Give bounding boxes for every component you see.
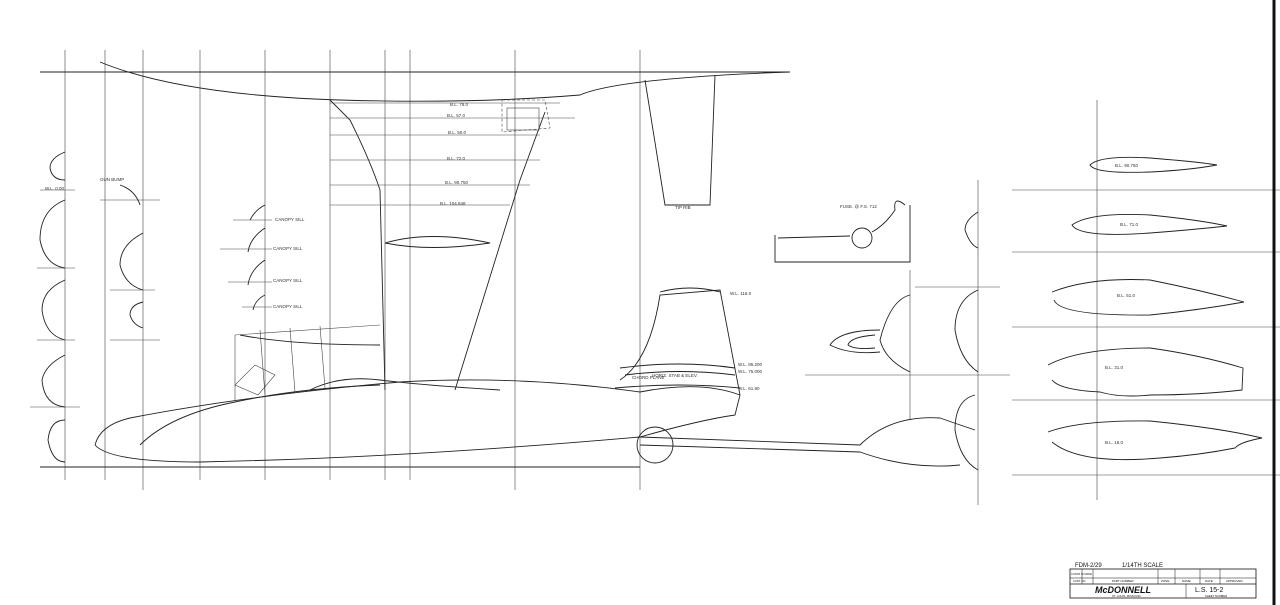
label-canopy-sill-2: CANOPY SILL bbox=[273, 246, 303, 251]
date-label: DATE bbox=[1205, 579, 1213, 583]
part-number-label: PART NUMBER bbox=[1112, 579, 1134, 583]
tail-sections: FUSE. @ F.S. 712 bbox=[774, 200, 1010, 376]
label-chord-plane: CHORD PLANE bbox=[632, 375, 665, 380]
hand-note: FDM-2/29 bbox=[1075, 563, 1102, 569]
label-bl-50: B.L. 50.0 bbox=[448, 130, 467, 135]
label-bl-57: B.L. 57.0 bbox=[447, 113, 466, 118]
scale-note: 1/14TH SCALE bbox=[1122, 563, 1163, 569]
company-logo: McDONNELL bbox=[1095, 585, 1151, 595]
label-wing-section-1: B.L. 90.750 bbox=[1115, 163, 1139, 168]
label-canopy-sill-4: CANOPY SILL bbox=[273, 304, 303, 309]
label-wl-61: W.L. 61.80 bbox=[738, 386, 760, 391]
label-bl-78: B.L. 78.0 bbox=[450, 102, 469, 107]
name-label: NAME bbox=[1182, 579, 1191, 583]
label-wing-section-4: B.L. 31.0 bbox=[1105, 365, 1124, 370]
label-wl-85: W.L. 85.200 bbox=[738, 362, 763, 367]
label-bl-72: B.L. 72.0 bbox=[447, 156, 466, 161]
label-wl-zero: W.L. 0.00 bbox=[45, 186, 65, 191]
label-wing-section-5: B.L. 18.0 bbox=[1105, 440, 1124, 445]
plan-view: B.L. 78.0 B.L. 57.0 B.L. 50.0 B.L. 72.0 … bbox=[99, 61, 791, 391]
zone-label: ZONE bbox=[1161, 579, 1169, 583]
fuselage-sections: W.L. 0.00 GUN BUMP CANOPY SILL CANOPY SI… bbox=[30, 151, 305, 463]
company-location: ST. LOUIS, MISSOURI bbox=[1112, 594, 1141, 598]
cont-no-label: CONT. NO. bbox=[1073, 579, 1086, 583]
sheet-number-value: L.S. 15-2 bbox=[1195, 587, 1224, 594]
label-bl-90: B.L. 90.750 bbox=[445, 180, 469, 185]
label-tip-rib: TIP RIB bbox=[675, 205, 691, 210]
wing-sections: B.L. 90.750 B.L. 71.0 B.L. 51.0 B.L. 31.… bbox=[1047, 156, 1263, 461]
side-profile: CHORD PLANE HORIZ. STAB & ELEV. W.L. 116… bbox=[94, 287, 979, 471]
title-block: FDM-2/29 1/14TH SCALE CONTR SOURCE CONT.… bbox=[1069, 563, 1257, 599]
label-horiz-stab: HORIZ. STAB & ELEV. bbox=[652, 373, 698, 378]
label-wing-section-2: B.L. 71.0 bbox=[1120, 222, 1139, 227]
label-wl-75: W.L. 75.000 bbox=[738, 369, 763, 374]
label-gun-bump: GUN BUMP bbox=[100, 177, 124, 182]
sheet-number-label: SHEET NUMBER bbox=[1205, 594, 1227, 598]
label-wing-section-3: B.L. 51.0 bbox=[1117, 293, 1136, 298]
station-lines bbox=[64, 50, 1280, 505]
label-canopy-sill-3: CANOPY SILL bbox=[273, 278, 303, 283]
approved-label: APPROVED bbox=[1226, 579, 1244, 583]
label-bl-104: B.L. 104.848 bbox=[440, 201, 466, 206]
label-wl-116: W.L. 116.0 bbox=[730, 291, 752, 296]
label-fuselage-section: FUSE. @ F.S. 712 bbox=[840, 204, 877, 209]
contr-source-label: CONTR SOURCE bbox=[1071, 572, 1092, 576]
label-canopy-sill-1: CANOPY SILL bbox=[275, 217, 305, 222]
